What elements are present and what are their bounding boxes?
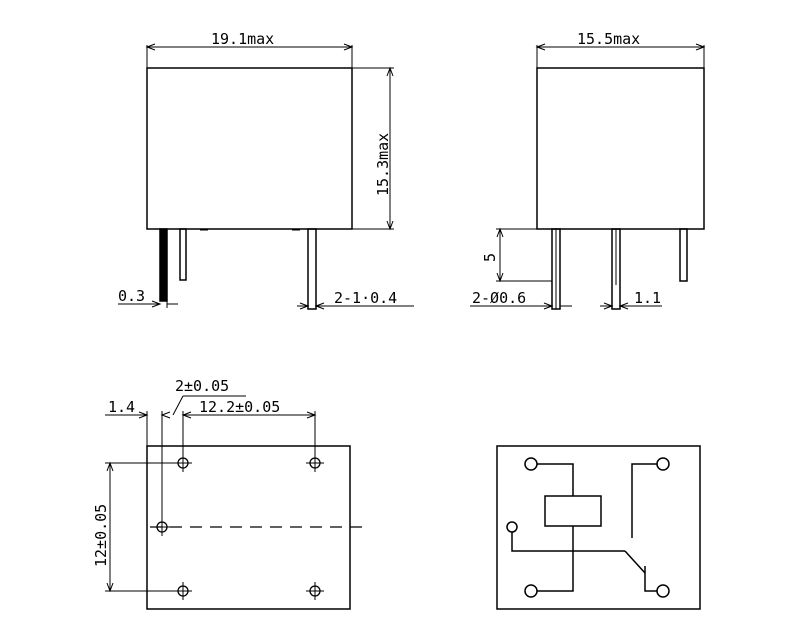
pin-hole-bottom-right [306,582,324,600]
side-pin-right [679,228,688,282]
footprint-offset-label: 1.4 [108,398,135,416]
footprint-view [105,395,368,610]
side-body-outline [536,67,705,230]
front-pin-right [307,228,317,310]
relay-schematic [496,445,701,610]
front-pin-size-label: 2-1·0.4 [334,289,397,307]
footprint-vertical-pitch-label: 12±0.05 [92,504,110,567]
front-body-outline [146,67,353,230]
footprint-small-pitch-label: 2±0.05 [175,377,229,395]
no-terminal [656,457,670,471]
common-terminal [506,521,518,533]
coil-terminal-bottom [524,584,538,598]
side-pin-length-label: 5 [481,253,499,262]
side-width-label: 15.5max [577,30,640,48]
front-pin-left-thick [159,228,168,302]
pin-hole-top-left [174,454,192,472]
side-pin-spacing-label: 1.1 [634,289,661,307]
pin-hole-top-right [306,454,324,472]
coil-symbol [544,495,602,527]
front-pin-mid [179,228,187,281]
side-view [470,43,706,310]
schematic-outline [496,445,701,610]
nc-terminal [656,584,670,598]
footprint-pin-holes [153,454,324,600]
pin-hole-bottom-left [174,582,192,600]
footprint-long-pitch-label: 12.2±0.05 [199,398,280,416]
coil-terminal-top [524,457,538,471]
front-height-label: 15.3max [374,133,392,196]
pin-hole-middle-left [153,518,171,536]
front-width-label: 19.1max [211,30,274,48]
front-pin-thickness-label: 0.3 [118,287,145,305]
switch-contact [624,550,646,574]
front-view [118,43,414,310]
side-pin-diameter-label: 2-Ø0.6 [472,289,526,307]
